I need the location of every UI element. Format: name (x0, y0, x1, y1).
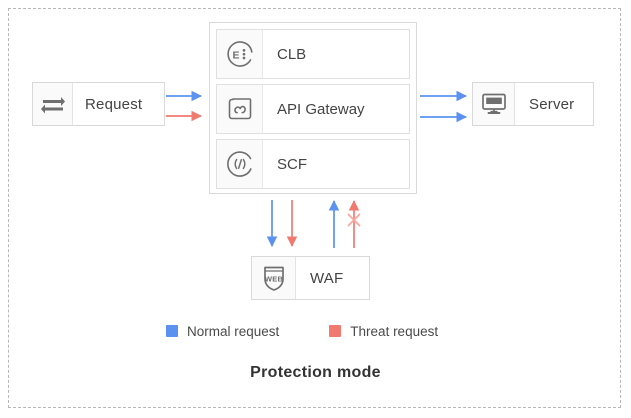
load-balancer-icon: E (217, 30, 263, 78)
node-request-label: Request (85, 95, 143, 113)
diagram-caption: Protection mode (250, 364, 381, 381)
node-server-label: Server (529, 95, 575, 113)
node-server[interactable]: Server (472, 82, 594, 126)
legend: Normal request Threat request (166, 322, 466, 340)
exchange-arrows-icon (33, 83, 73, 125)
node-request[interactable]: Request (32, 82, 165, 126)
service-label-api-gateway: API Gateway (277, 100, 365, 118)
service-row-clb[interactable]: E CLB (216, 29, 410, 79)
legend-item-threat: Threat request (329, 324, 438, 339)
web-shield-icon: WEB (252, 257, 296, 299)
legend-item-normal: Normal request (166, 324, 279, 339)
monitor-icon (473, 83, 515, 125)
legend-label-threat: Threat request (350, 323, 439, 339)
svg-text:WEB: WEB (264, 275, 283, 284)
cloud-services-group: E CLB API Gateway (209, 22, 417, 194)
api-gateway-cloud-icon (217, 85, 263, 133)
legend-label-normal: Normal request (187, 323, 280, 339)
svg-text:E: E (232, 49, 239, 61)
legend-swatch-threat (329, 325, 342, 337)
service-label-clb: CLB (277, 45, 307, 63)
node-waf[interactable]: WEB WAF (251, 256, 370, 300)
service-row-api-gateway[interactable]: API Gateway (216, 84, 410, 134)
node-waf-label: WAF (310, 269, 344, 287)
legend-swatch-normal (166, 325, 178, 337)
service-label-scf: SCF (277, 155, 307, 173)
serverless-code-icon (217, 140, 263, 188)
service-row-scf[interactable]: SCF (216, 139, 410, 189)
